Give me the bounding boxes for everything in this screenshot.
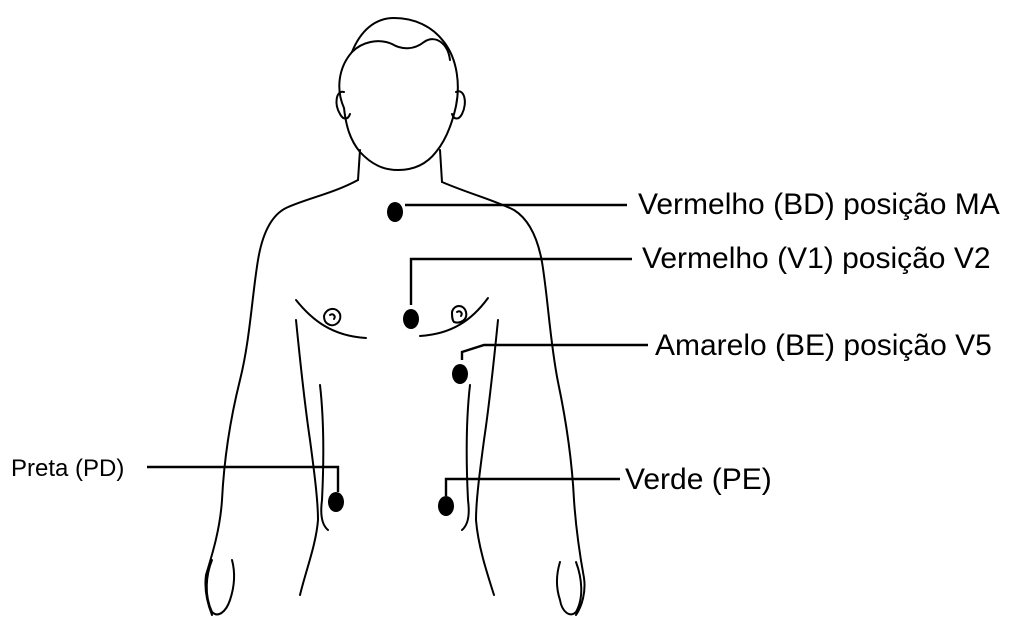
left-inner-arm: [296, 320, 318, 595]
label-ma: Vermelho (BD) posição MA: [638, 188, 1000, 221]
label-pd: Preta (PD): [11, 455, 124, 482]
label-v5: Amarelo (BE) posição V5: [655, 329, 992, 362]
label-v2: Vermelho (V1) posição V2: [642, 242, 991, 275]
left-pectoral: [296, 300, 366, 338]
neck-right: [440, 150, 442, 182]
electrode-pd: [328, 492, 344, 512]
electrode-ma: [387, 202, 403, 222]
leader-pd: [147, 467, 338, 492]
electrode-v5: [452, 364, 468, 384]
torso-outline: [205, 18, 584, 615]
right-waist: [462, 385, 470, 530]
left-nipple: [324, 309, 340, 325]
leader-v5: [462, 345, 648, 360]
electrodes: [328, 202, 468, 516]
left-waist: [320, 385, 328, 530]
left-hand: [207, 560, 234, 614]
right-inner-arm: [476, 320, 498, 595]
right-hand: [557, 562, 581, 614]
leader-v2: [411, 259, 632, 305]
electrode-v2: [403, 309, 419, 329]
label-pe: Verde (PE): [625, 463, 772, 496]
neck-left: [358, 150, 360, 180]
electrode-pe: [438, 496, 454, 516]
right-pectoral: [420, 298, 488, 336]
leader-lines: [147, 205, 648, 496]
hairline: [352, 39, 450, 60]
right-shoulder-arm: [442, 182, 585, 615]
right-nipple: [452, 306, 466, 323]
labels: Vermelho (BD) posição MA Vermelho (V1) p…: [11, 188, 1000, 496]
leader-pe: [446, 479, 620, 496]
left-shoulder-arm: [205, 180, 358, 615]
